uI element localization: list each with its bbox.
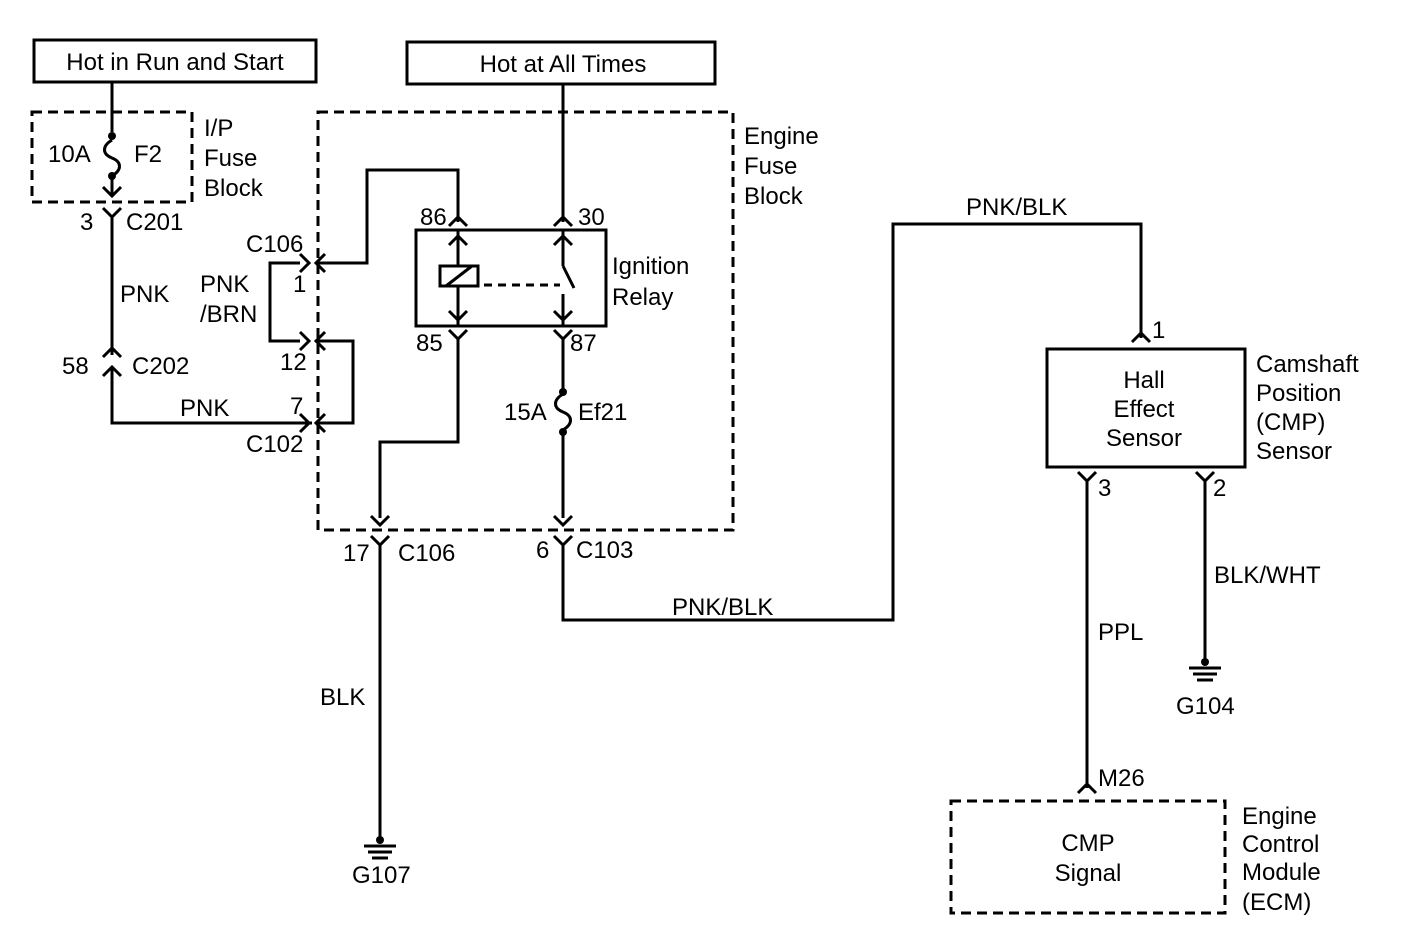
- c106-bottom-label: C106: [398, 540, 455, 567]
- fuse-f2-top-node: [108, 132, 116, 140]
- connector-c106-top: C106 1 12: [246, 231, 327, 376]
- ip-fuse-block-label-3: Block: [204, 175, 264, 202]
- relay-pin-86: 86: [420, 204, 447, 231]
- engine-fuse-block-label-1: Engine: [744, 123, 819, 150]
- cmp-label-2: Position: [1256, 380, 1341, 407]
- c106-top-label: C106: [246, 231, 303, 258]
- ecm-label-3: Module: [1242, 859, 1321, 886]
- connector-c202: 58 C202: [62, 345, 189, 380]
- fuse-ef21-name: Ef21: [578, 399, 627, 426]
- wire-c106-12-to-c102: [316, 339, 355, 425]
- ecm-pin-m26-terminal: [1076, 781, 1098, 795]
- engine-fuse-block: Engine Fuse Block: [316, 110, 819, 532]
- fuse-f2-name: F2: [134, 141, 162, 168]
- ecm-inner-1: CMP: [1061, 830, 1114, 857]
- relay-pin-30: 30: [578, 204, 605, 231]
- source-hot-in-run-and-start: Hot in Run and Start: [32, 38, 318, 84]
- c202-pin: 58: [62, 353, 89, 380]
- relay-pin-30-terminal: [552, 214, 574, 228]
- wire-pnk-upper-label: PNK: [120, 281, 169, 308]
- wire-pnk-lower: [110, 367, 312, 425]
- fuse-f2-symbol: [103, 138, 121, 178]
- cmp-pin-3: 3: [1098, 475, 1111, 502]
- cmp-pin-3-terminal: [1076, 470, 1098, 484]
- relay-label-1: Ignition: [612, 253, 689, 280]
- ip-fuse-block: 10A F2 I/P Fuse Block: [30, 82, 264, 204]
- connector-c106-bottom: 17 C106: [343, 534, 455, 567]
- relay-switch-icon: [561, 265, 576, 289]
- c201-pin: 3: [80, 209, 93, 236]
- engine-fuse-block-label-3: Block: [744, 183, 804, 210]
- wire-ppl-label: PPL: [1098, 619, 1143, 646]
- cmp-sensor: 1 Hall Effect Sensor Camshaft Position (…: [1045, 317, 1359, 502]
- cmp-pin-2-terminal: [1194, 470, 1216, 484]
- connector-c102: 7 C102: [246, 393, 327, 458]
- wire-pnk-blk: [561, 222, 1143, 622]
- source-hot-at-all-times: Hot at All Times: [405, 40, 717, 86]
- ground-g107-icon: [364, 836, 396, 860]
- source-all-times-label: Hot at All Times: [480, 51, 647, 78]
- c201-label: C201: [126, 209, 183, 236]
- cmp-label-4: Sensor: [1256, 438, 1332, 465]
- ecm-label-1: Engine: [1242, 803, 1317, 830]
- ground-g107-label: G107: [352, 862, 411, 889]
- relay-pin-85: 85: [416, 330, 443, 357]
- c103-label: C103: [576, 537, 633, 564]
- cmp-label-3: (CMP): [1256, 409, 1325, 436]
- wire-relay-86-feed: [316, 168, 460, 265]
- connector-c201: 3 C201: [80, 206, 183, 236]
- cmp-label-1: Camshaft: [1256, 351, 1359, 378]
- source-run-start-label: Hot in Run and Start: [66, 49, 284, 76]
- c106-pin-1: 1: [293, 271, 306, 298]
- ecm-inner-2: Signal: [1055, 860, 1122, 887]
- ecm-label-4: (ECM): [1242, 889, 1311, 916]
- cmp-inner-2: Effect: [1114, 396, 1175, 423]
- ecm: M26 CMP Signal Engine Control Module (EC…: [949, 765, 1321, 916]
- wire-blk-label: BLK: [320, 684, 365, 711]
- ground-g104-label: G104: [1176, 693, 1235, 720]
- wire-pnk-brn-label-2: /BRN: [200, 301, 257, 328]
- fuse-ef21-rating: 15A: [504, 399, 547, 426]
- ignition-relay: 86 30 Ignition Relay 85 87: [414, 84, 689, 357]
- cmp-pin-1-terminal: [1130, 330, 1152, 344]
- cmp-pin-2: 2: [1213, 475, 1226, 502]
- wire-pnk-brn: [268, 261, 300, 343]
- wire-pnk-lower-label: PNK: [180, 395, 229, 422]
- wire-pnk-brn-label-1: PNK: [200, 271, 249, 298]
- engine-fuse-block-label-2: Fuse: [744, 153, 797, 180]
- relay-label-2: Relay: [612, 284, 673, 311]
- fuse-f2-rating: 10A: [48, 141, 91, 168]
- cmp-pin-1: 1: [1152, 317, 1165, 344]
- c106-bottom-pin: 17: [343, 540, 370, 567]
- wire-pnk-blk-upper-label: PNK/BLK: [966, 194, 1067, 221]
- c106-pin-12: 12: [280, 349, 307, 376]
- c102-pin: 7: [290, 393, 303, 420]
- fuse-ef21-symbol: [554, 392, 572, 432]
- ecm-pin: M26: [1098, 765, 1145, 792]
- connector-c103: 6 C103: [536, 534, 633, 564]
- c102-label: C102: [246, 431, 303, 458]
- c202-label: C202: [132, 353, 189, 380]
- ground-g104-icon: [1189, 658, 1221, 682]
- relay-pin-86-terminal: [447, 214, 469, 228]
- ip-fuse-block-label-1: I/P: [204, 115, 233, 142]
- cmp-inner-3: Sensor: [1106, 425, 1182, 452]
- wire-pnk-blk-lower-label: PNK/BLK: [672, 594, 773, 621]
- relay-pin-85-terminal: [447, 328, 469, 342]
- wire-relay-85-ground: [378, 339, 460, 518]
- c103-pin: 6: [536, 537, 549, 564]
- cmp-inner-1: Hall: [1123, 367, 1164, 394]
- wire-blk-wht-label: BLK/WHT: [1214, 562, 1321, 589]
- relay-pin-87: 87: [570, 330, 597, 357]
- ip-fuse-block-label-2: Fuse: [204, 145, 257, 172]
- ecm-label-2: Control: [1242, 831, 1319, 858]
